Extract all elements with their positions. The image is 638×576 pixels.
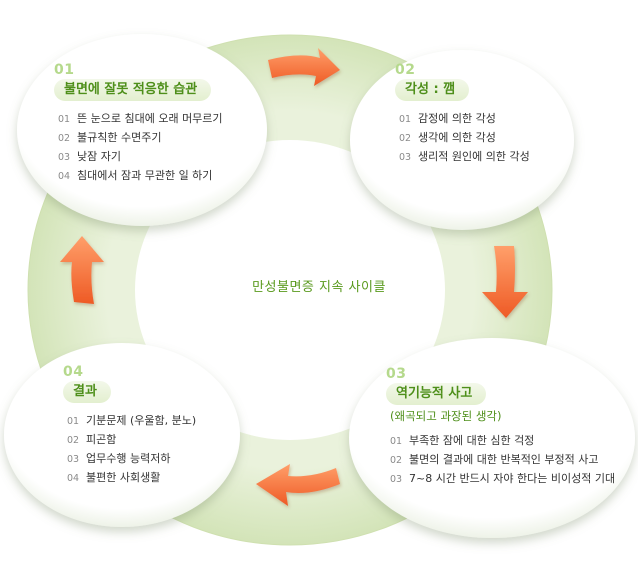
stage-number: 03 [386, 366, 407, 382]
stage-title: 각성 : 깸 [395, 79, 470, 101]
cycle-ring-inner [135, 140, 445, 440]
stage-number: 04 [63, 364, 84, 380]
cycle-title: 만성불면증 지속 사이클 [252, 280, 386, 295]
stage-title: 역기능적 사고 [386, 383, 487, 405]
stage-number: 01 [54, 62, 75, 78]
arrow-up-icon [60, 236, 104, 304]
arrow-left-icon [256, 464, 340, 506]
stage-subtitle: (왜곡되고 과장된 생각) [390, 409, 502, 423]
arrow-right-icon [268, 48, 340, 86]
arrow-down-icon [482, 246, 528, 318]
stage-title: 불면에 잘못 적응한 습관 [54, 79, 212, 101]
stage-title: 결과 [63, 381, 111, 403]
stage-number: 02 [395, 62, 416, 78]
